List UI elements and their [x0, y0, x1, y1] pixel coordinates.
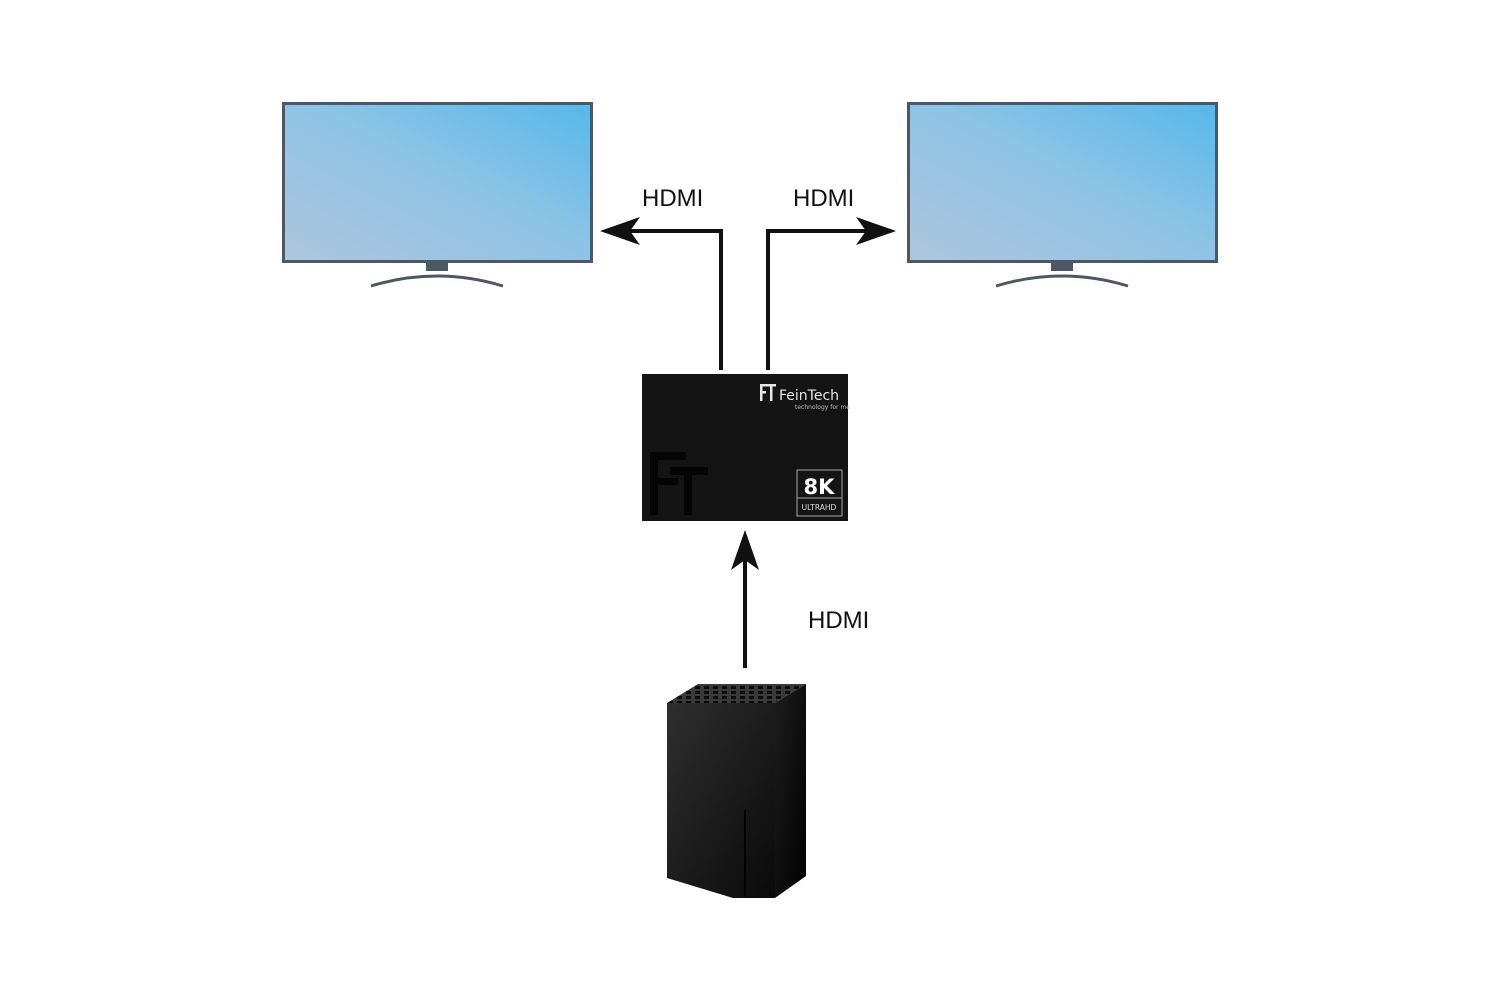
splitter-body	[642, 374, 848, 521]
console-side	[775, 684, 806, 898]
resolution-badge-label: 8K	[804, 475, 836, 499]
left-hdmi-label: HDMI	[642, 185, 703, 212]
brand-logo-icon	[760, 384, 776, 401]
brand-tagline: technology for me	[795, 404, 850, 411]
console-top-vents	[667, 684, 806, 703]
left-output-arrow	[600, 217, 723, 370]
right-hdmi-label: HDMI	[793, 185, 854, 212]
resolution-badge-subtext: ULTRAHD	[802, 503, 837, 512]
console-front	[667, 703, 775, 898]
left-monitor	[282, 102, 593, 288]
right-monitor	[907, 102, 1218, 288]
left-monitor-stand	[370, 274, 504, 288]
resolution-badge: 8K ULTRAHD	[796, 469, 843, 517]
left-monitor-screen	[285, 105, 590, 260]
input-arrow	[731, 530, 759, 668]
left-monitor-neck	[426, 263, 448, 271]
right-monitor-neck	[1051, 263, 1073, 271]
right-monitor-stand	[995, 274, 1129, 288]
input-hdmi-label: HDMI	[808, 607, 869, 634]
brand-name: FeinTech	[779, 388, 839, 404]
hdmi-splitter: FeinTech technology for me 8K ULTRAHD	[642, 374, 850, 521]
right-monitor-screen	[910, 105, 1215, 260]
right-output-arrow	[766, 217, 896, 370]
game-console	[667, 684, 806, 898]
ft-logo-mark-icon	[650, 452, 708, 515]
